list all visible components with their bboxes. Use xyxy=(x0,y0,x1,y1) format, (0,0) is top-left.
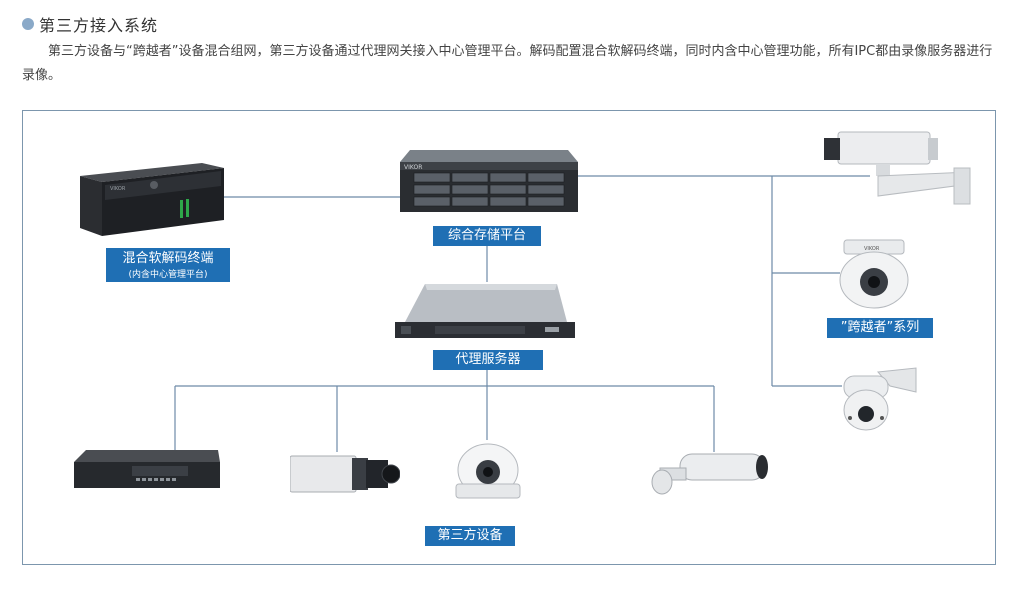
network-diagram xyxy=(22,110,996,565)
dome-camera-icon: VIKOR xyxy=(839,239,909,309)
decoder-brand: VIKOR xyxy=(110,186,126,192)
box-camera-icon xyxy=(824,131,971,205)
label-proxy: 代理服务器 xyxy=(433,350,543,370)
dome-brand: VIKOR xyxy=(864,246,880,252)
page-description: 第三方设备与“跨越者”设备混合组网，第三方设备通过代理网关接入中心管理平台。解码… xyxy=(22,44,993,83)
bullet-camera-icon xyxy=(651,453,768,495)
dome-camera-icon xyxy=(455,443,521,499)
speed-dome-icon xyxy=(843,367,917,431)
rack-server-icon xyxy=(395,284,575,338)
bullet-dot-icon xyxy=(22,18,34,30)
label-third-party: 第三方设备 xyxy=(425,526,515,546)
header: 第三方接入系统 第三方设备与“跨越者”设备混合组网，第三方设备通过代理网关接入中… xyxy=(22,12,997,88)
label-kuayuezhe: ”跨越者”系列 xyxy=(827,318,933,338)
decoder-server-icon: VIKOR xyxy=(80,163,224,236)
storage-array-icon: VIKOR xyxy=(400,150,578,212)
title-row: 第三方接入系统 xyxy=(22,12,997,36)
label-decoder: 混合软解码终端 (内含中心管理平台) xyxy=(106,248,230,282)
box-camera-icon xyxy=(290,455,400,493)
nvr-icon xyxy=(74,450,220,488)
storage-brand: VIKOR xyxy=(404,164,422,171)
page-title: 第三方接入系统 xyxy=(39,16,159,35)
label-storage: 综合存储平台 xyxy=(433,226,541,246)
